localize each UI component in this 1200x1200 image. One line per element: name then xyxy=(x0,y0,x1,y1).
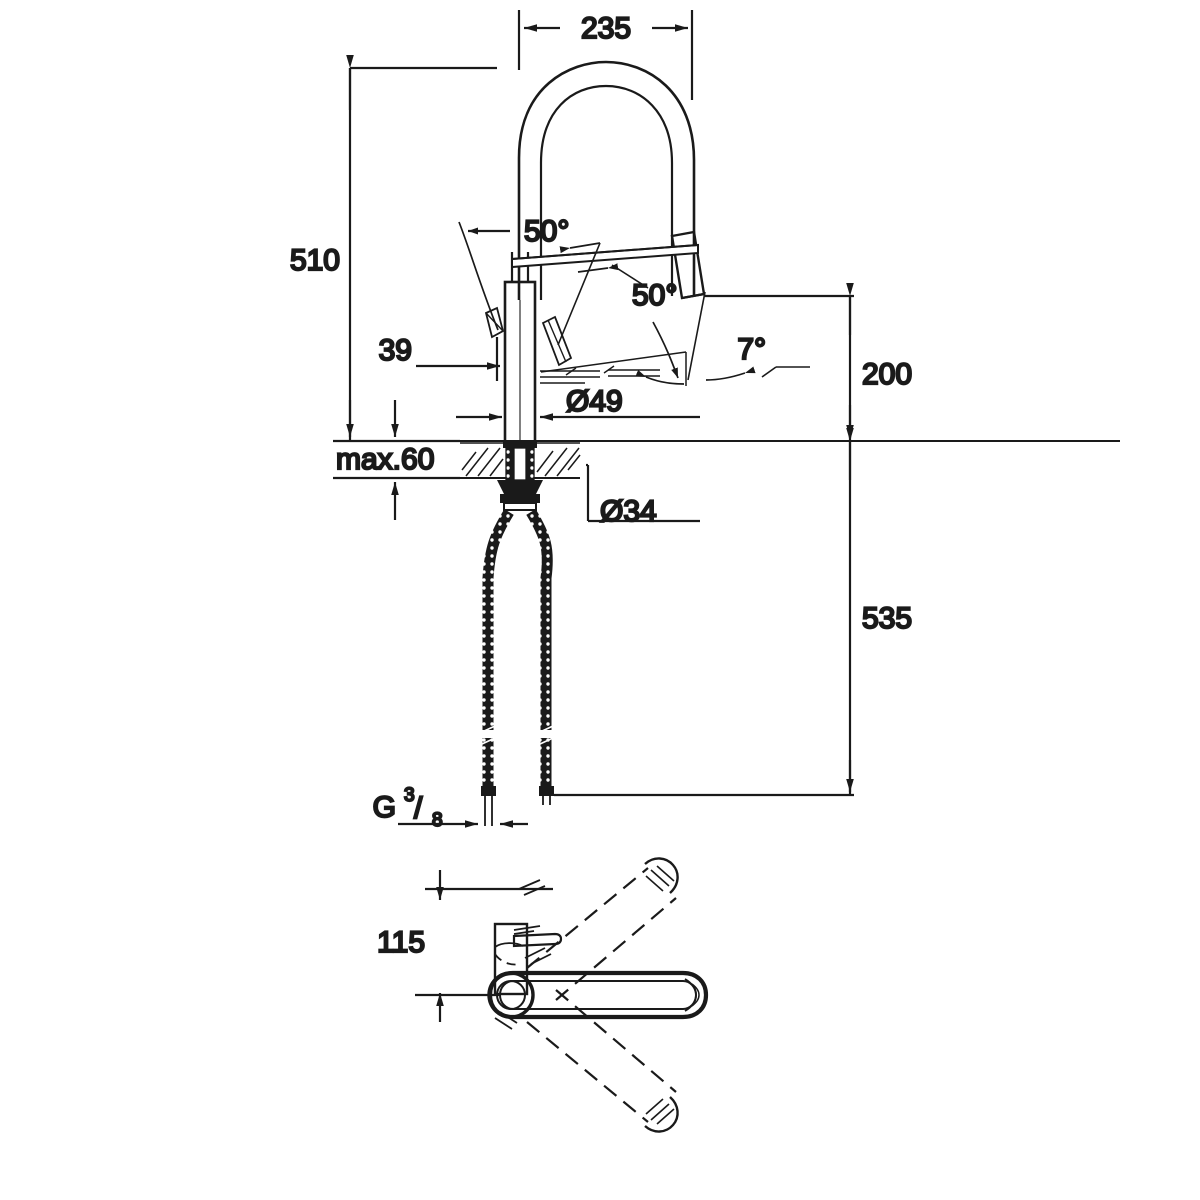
angle-outlet-tilt: 7° xyxy=(687,291,810,381)
dim-label-G-slash: / xyxy=(414,792,423,825)
ghost-arm-lower-tip xyxy=(644,1096,679,1133)
mounting-shank-assembly xyxy=(497,440,543,511)
plan-body-base xyxy=(487,922,535,1019)
dim-label-39: 39 xyxy=(379,334,412,367)
dim-label-max60: max.60 xyxy=(336,443,434,476)
dim-body-diameter: Ø49 xyxy=(456,384,700,421)
ghost-arm-upper xyxy=(526,867,677,1001)
dim-label-G: G xyxy=(373,791,396,824)
flexible-hoses xyxy=(481,509,554,826)
dim-hose-length: 535 xyxy=(554,428,913,797)
dim-outlet-height: 200 xyxy=(704,283,913,441)
plan-view-swivel: 115 xyxy=(376,857,709,1133)
dim-label-510: 510 xyxy=(290,244,340,277)
ghost-arm-lower xyxy=(526,989,677,1123)
angle-lever-right: 50° xyxy=(557,242,678,346)
angle-label-50-left: 50° xyxy=(524,215,569,248)
angle-lever-left: 50° xyxy=(458,214,570,331)
dim-connection-thread: G 3 / 8 xyxy=(372,784,528,832)
outlet-detail-lines xyxy=(540,365,660,384)
dim-label-535: 535 xyxy=(862,602,912,635)
angle-label-50-right: 50° xyxy=(632,279,677,312)
lever-handle xyxy=(484,243,699,367)
angle-lever-right-arc xyxy=(540,321,687,386)
ghost-arm-upper-aerator xyxy=(645,865,675,892)
dim-label-G-denominator: 8 xyxy=(432,810,443,831)
dim-spout-reach: 235 xyxy=(517,10,694,100)
dim-handle-clearance: 39 xyxy=(378,333,500,381)
dim-overall-height: 510 xyxy=(289,55,497,441)
spout-arch-outline xyxy=(517,60,696,300)
dim-label-G-numerator: 3 xyxy=(404,785,415,806)
angle-label-7: 7° xyxy=(737,333,766,366)
dim-label-d49: Ø49 xyxy=(566,385,623,418)
ghost-arm-lower-aerator xyxy=(645,1098,675,1125)
ghost-arm-upper-tip xyxy=(644,857,679,894)
dim-label-d34: Ø34 xyxy=(600,495,657,528)
dim-label-200: 200 xyxy=(862,358,912,391)
counter-deck-section xyxy=(333,440,1120,479)
dim-label-235: 235 xyxy=(581,12,631,45)
plan-rotation-marks xyxy=(494,879,552,1030)
dim-plan-offset: 115 xyxy=(376,870,553,1022)
dim-max-deck-thickness: max.60 xyxy=(333,400,460,520)
dim-label-115: 115 xyxy=(377,926,425,959)
dim-mounting-hole-diameter: Ø34 xyxy=(586,463,700,529)
plan-lever-handle xyxy=(512,925,563,948)
